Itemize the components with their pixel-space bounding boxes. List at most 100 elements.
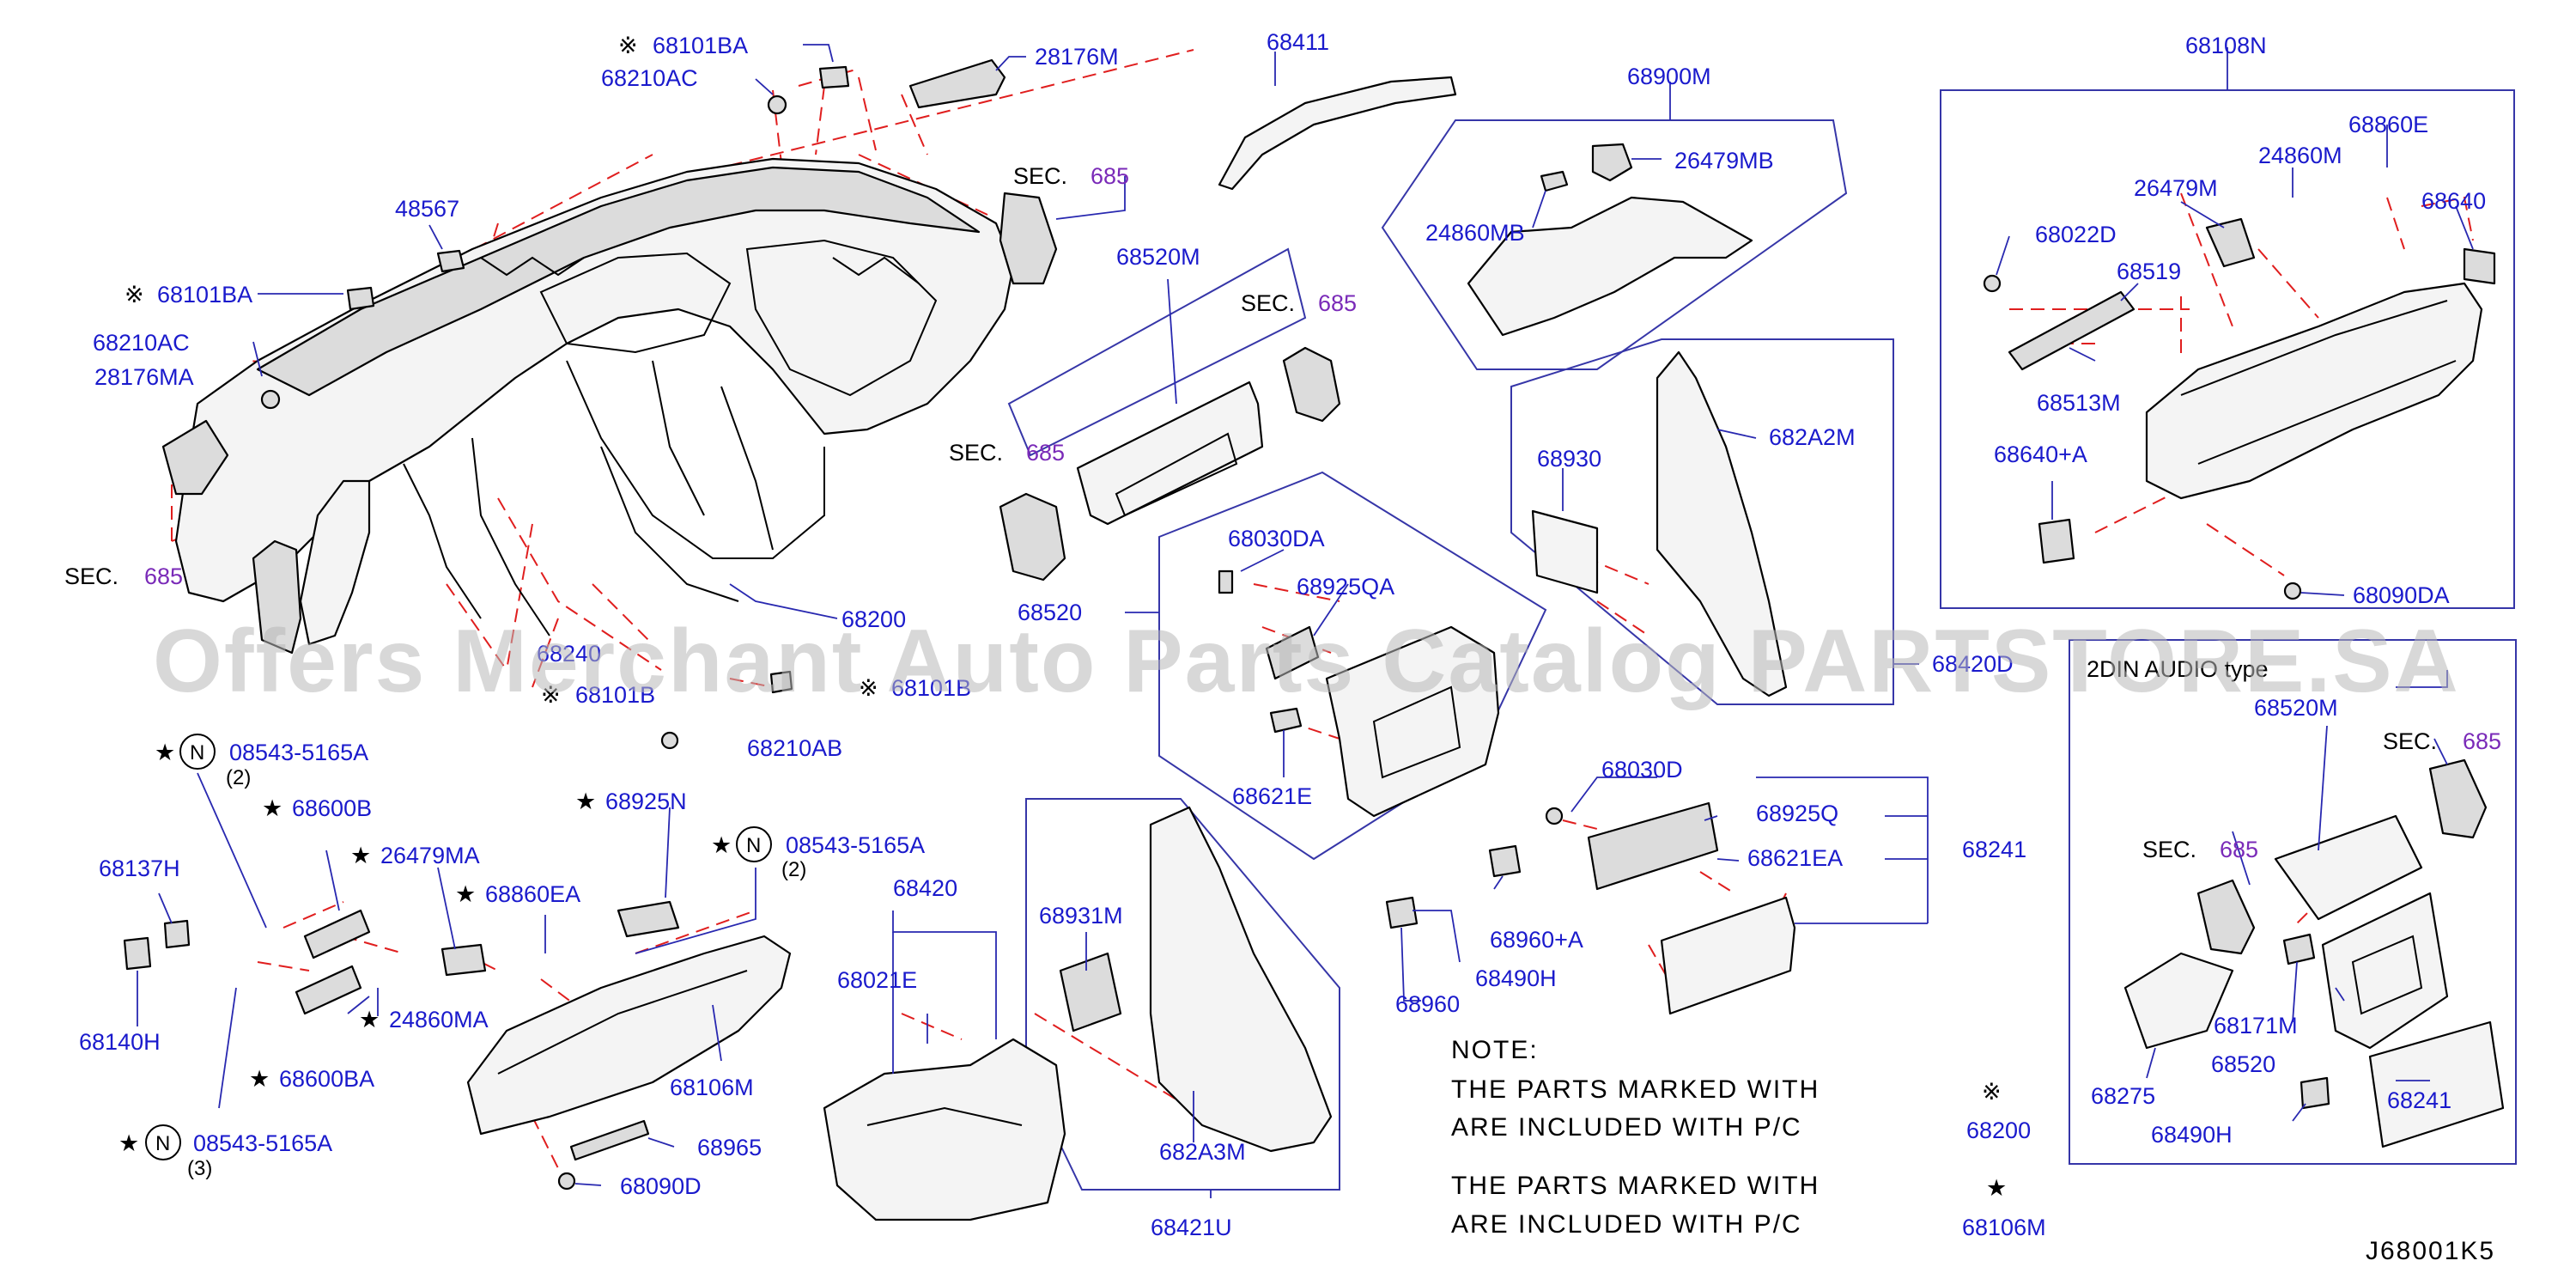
label-26479ma: ★ 26479MA (350, 843, 480, 868)
label-68900m: 68900M (1627, 64, 1711, 89)
guide-dash (446, 583, 507, 671)
part-682a2m-panel (1656, 350, 1788, 697)
screw-68090da (2283, 582, 2302, 600)
section-label: SEC. (64, 563, 118, 589)
guide-dash (729, 678, 774, 688)
guide-dash (532, 1116, 559, 1169)
guide-dash (497, 497, 662, 671)
note-block: NOTE: THE PARTS MARKED WITH ARE INCLUDED… (1451, 1036, 2046, 1240)
part-68925q-switch (1587, 801, 1719, 891)
part-68108n-glovebox (2145, 282, 2483, 500)
section-label: SEC. (2142, 837, 2196, 862)
label-68030da: 68030DA (1228, 526, 1325, 551)
part-labels: ※ 68101BA 68210AC 28176M 68411 SEC. 685 … (64, 29, 2486, 1240)
note-line-3: THE PARTS MARKED WITH (1451, 1172, 1820, 1200)
star-mark: ★ (711, 832, 732, 858)
label-08543-b: ★ N 08543-5165A (2) (711, 826, 925, 881)
guide-dash (506, 523, 533, 671)
cap-28176ma (161, 419, 229, 496)
label-68490h: 68490H (1475, 965, 1557, 991)
part-number: 26479MA (380, 843, 480, 868)
label-sec685-top: SEC. 685 (1013, 163, 1129, 189)
part-68925qa-switch (1265, 625, 1320, 680)
reference-mark: ※ (618, 33, 638, 58)
diagram-code: J68001K5 (2366, 1237, 2495, 1265)
part-68513m-damper (2008, 290, 2136, 371)
quantity: (2) (226, 766, 251, 789)
note-ref-68106m: 68106M (1962, 1215, 2046, 1240)
label-68965: 68965 (697, 1135, 762, 1160)
box-68900m (1381, 119, 1848, 370)
inset-sec685-right: SEC. 685 (2383, 728, 2501, 754)
section-label: SEC. (1013, 163, 1067, 189)
label-68621e: 68621E (1232, 783, 1312, 809)
inset-label-68275: 68275 (2091, 1083, 2155, 1109)
guide-dash (283, 901, 344, 929)
guide-dash (476, 222, 499, 293)
label-68210ab: 68210AB (747, 735, 842, 761)
reference-mark: ※ (859, 675, 878, 701)
part-68925n-bracket (617, 900, 680, 938)
part-68241-panel (1660, 896, 1796, 1015)
note-reference-mark: ※ (1982, 1079, 2002, 1105)
part-drawings (123, 58, 2505, 1221)
part-68030da-screw (1218, 569, 1234, 594)
label-68210ac-top: 68210AC (601, 65, 698, 91)
part-68965-trim (569, 1119, 650, 1161)
part-24860mb-harness (1540, 170, 1569, 192)
part-number: 68101BA (157, 282, 252, 308)
guide-dash (2257, 248, 2319, 319)
guide-dash (592, 583, 653, 645)
label-68519: 68519 (2117, 259, 2181, 284)
quantity: (3) (187, 1157, 212, 1180)
inset-vent-right (2428, 758, 2488, 839)
star-mark: ★ (262, 795, 283, 821)
part-68900m-bracket (1467, 196, 1753, 337)
label-68090d: 68090D (620, 1173, 702, 1199)
label-68520: 68520 (1018, 600, 1082, 625)
label-24860m: 24860M (2258, 143, 2342, 168)
label-68640: 68640 (2421, 188, 2486, 214)
label-68420d: 68420D (1932, 651, 2014, 677)
inset-68241-panel (2368, 1020, 2505, 1148)
guide-dash (540, 978, 576, 1006)
label-28176ma: 28176MA (94, 364, 194, 390)
inset-68490h-knob (2300, 1076, 2330, 1110)
guide-dash (1253, 583, 1340, 602)
part-68520-unit (1325, 625, 1500, 818)
part-68600b-switch (303, 909, 371, 959)
part-number: 68860EA (485, 881, 580, 907)
section-number: 685 (2220, 837, 2258, 862)
n-circle-letter: N (190, 741, 204, 764)
note-heading: NOTE: (1451, 1036, 1539, 1064)
label-68101ba-left: ※ 68101BA (125, 282, 252, 308)
label-68241: 68241 (1962, 837, 2026, 862)
guide-dash (1034, 1013, 1177, 1100)
guide-dash (257, 961, 310, 971)
label-68106m: 68106M (670, 1075, 754, 1100)
inset-68171m-switch (2282, 933, 2316, 965)
part-number: 08543-5165A (786, 832, 925, 858)
guide-dash (686, 49, 1194, 177)
part-number: 68925N (605, 789, 687, 814)
cap-28176m (908, 58, 1006, 109)
label-68200: 68200 (841, 606, 906, 632)
box-68420d (1510, 338, 1894, 705)
part-68930-plate (1531, 509, 1599, 594)
box-2din-audio (2069, 639, 2517, 1165)
label-68925q: 68925Q (1756, 801, 1838, 826)
label-68600b: ★ 68600B (262, 795, 372, 821)
label-68101b-b: ※ 68101B (859, 675, 971, 701)
screw-68210ab (660, 731, 679, 750)
label-68421u: 68421U (1151, 1215, 1232, 1240)
star-mark: ★ (155, 740, 175, 765)
part-68600ba-switch (295, 965, 362, 1015)
section-number: 685 (2463, 728, 2501, 754)
label-68137h: 68137H (99, 856, 180, 881)
n-circle (179, 734, 216, 770)
guide-dash (1699, 871, 1735, 894)
clip-68101ba-left (346, 286, 375, 311)
label-68640a: 68640+A (1994, 442, 2087, 467)
label-sec685-side: SEC. 685 (64, 563, 183, 589)
section-number: 685 (144, 563, 183, 589)
